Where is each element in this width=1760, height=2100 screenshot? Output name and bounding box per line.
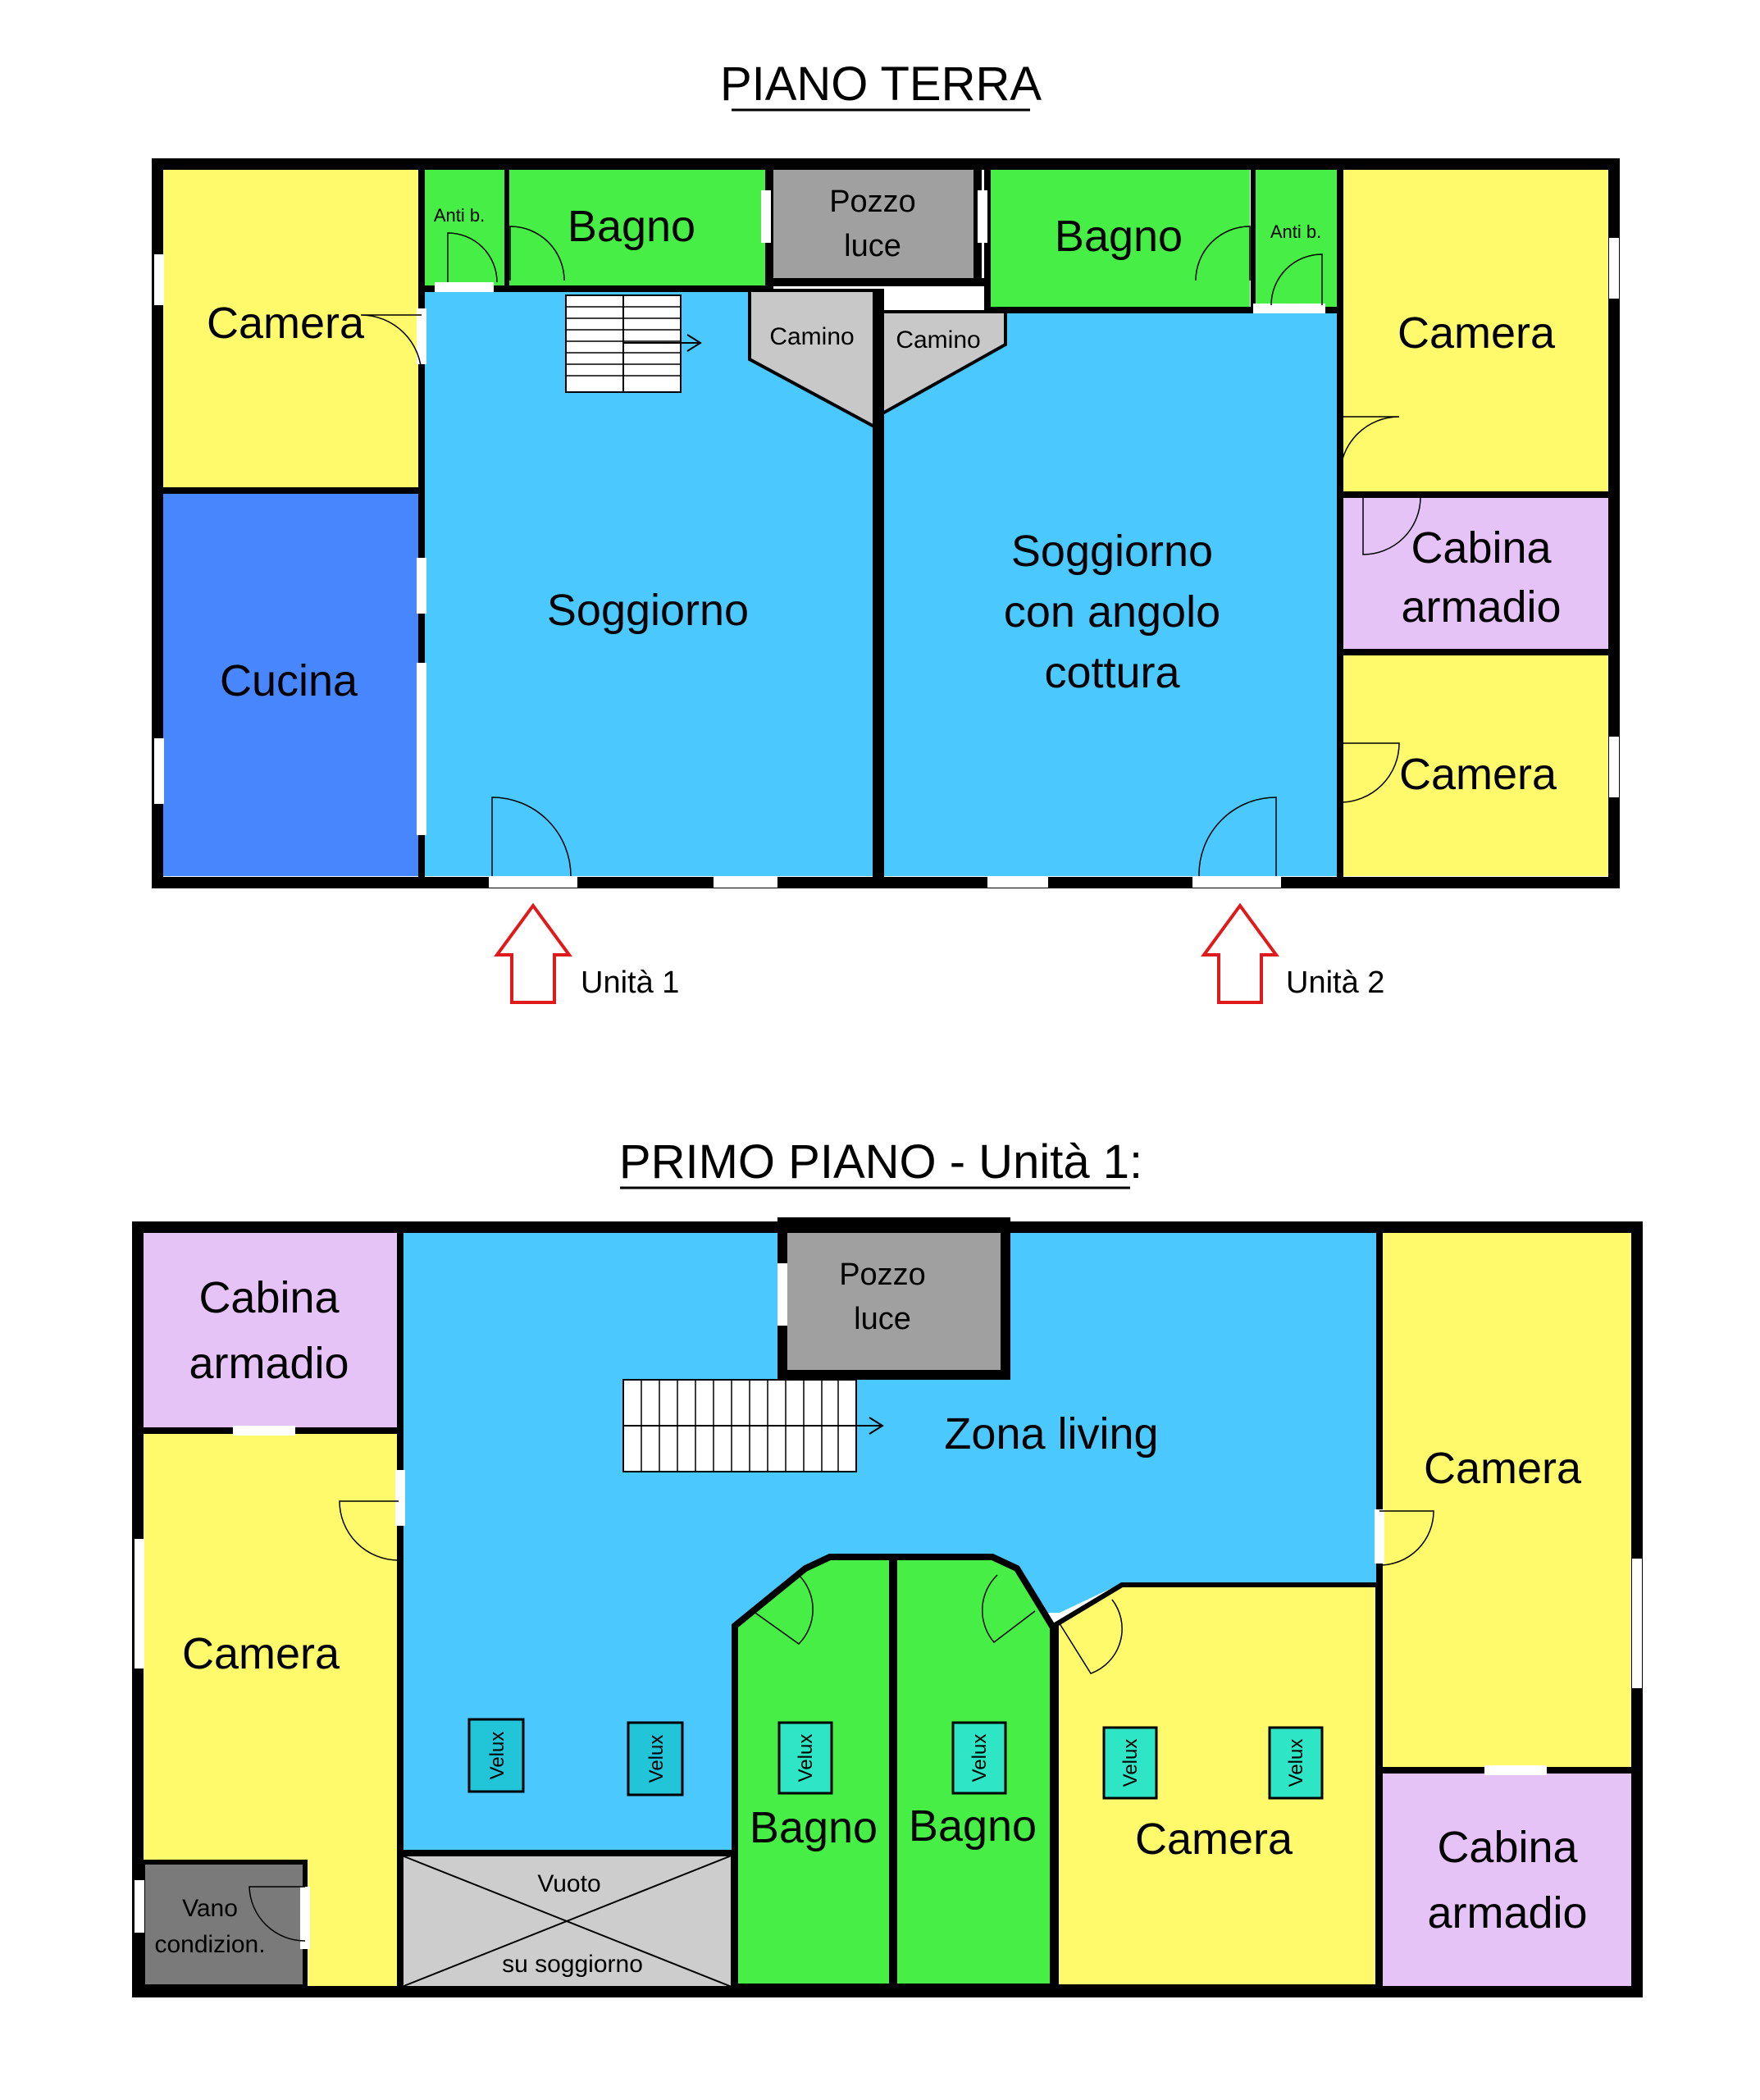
ff-label-cabina-left-2: armadio	[189, 1339, 349, 1388]
ff-label-camera-right: Camera	[1424, 1444, 1582, 1493]
ff-windows	[135, 1263, 1642, 1949]
gf-anti-bagno-left	[423, 167, 505, 287]
ff-velux-5	[1102, 1726, 1158, 1800]
ff-label-bagno-1: Bagno	[750, 1803, 878, 1852]
gf-entrance-label-unit1: Unità 1	[581, 966, 679, 1000]
ff-velux-1	[467, 1718, 525, 1793]
ff-label-camera-center: Camera	[1135, 1815, 1293, 1864]
ff-velux-group: Velux Velux Velux Velux Velux Velux	[467, 1718, 1324, 1800]
gf-label-anti-bagno-right: Anti b.	[1270, 221, 1321, 242]
ff-vano-condizionatore	[140, 1860, 308, 1989]
first-floor: PRIMO PIANO - Unità 1:	[132, 1135, 1643, 1997]
gf-label-soggiorno-cottura-1: Soggiorno	[1011, 527, 1213, 576]
gf-label-anti-bagno-left: Anti b.	[434, 205, 485, 226]
ff-velux-5-label: Velux	[1119, 1739, 1142, 1787]
ff-label-pozzo-luce-1: Pozzo	[839, 1258, 926, 1292]
gf-label-cabina-2: armadio	[1401, 582, 1561, 632]
ground-floor-title: PIANO TERRA	[720, 57, 1042, 111]
gf-stairs	[565, 294, 702, 393]
ff-velux-6	[1268, 1726, 1324, 1800]
gf-label-cabina-1: Cabina	[1411, 523, 1552, 573]
ff-label-vuoto-1: Vuoto	[537, 1870, 600, 1897]
gf-bagno-left	[508, 167, 766, 287]
gf-camera-top-right	[1342, 167, 1609, 492]
gf-label-soggiorno: Soggiorno	[547, 586, 749, 635]
ff-label-bagno-2: Bagno	[909, 1801, 1037, 1851]
gf-camera-top-left	[161, 167, 420, 489]
gf-camera-bottom-right	[1342, 655, 1609, 876]
ff-label-camera-left: Camera	[182, 1629, 340, 1678]
gf-label-camino-left: Camino	[769, 323, 854, 350]
ff-velux-6-label: Velux	[1285, 1739, 1307, 1787]
ff-velux-1-label: Velux	[486, 1732, 508, 1780]
gf-cucina	[161, 492, 420, 876]
gf-doors	[360, 226, 1421, 877]
gf-anti-bagno-right	[1255, 167, 1338, 308]
ff-velux-4-label: Velux	[969, 1734, 991, 1783]
gf-pozzo-luce	[771, 161, 976, 281]
ground-floor: PIANO TERRA	[152, 57, 1620, 1004]
ff-label-pozzo-luce-2: luce	[854, 1302, 911, 1336]
ff-cabina-left	[143, 1232, 399, 1429]
gf-label-pozzo-luce-1: Pozzo	[829, 185, 916, 219]
gf-label-bagno-left: Bagno	[568, 202, 695, 251]
ff-label-vano-1: Vano	[182, 1895, 238, 1922]
ff-doors	[248, 1500, 1434, 1942]
ff-velux-4	[951, 1721, 1007, 1795]
ff-stairs	[622, 1379, 884, 1472]
ff-label-cabina-right-2: armadio	[1427, 1888, 1587, 1938]
gf-label-camera-top-left: Camera	[207, 299, 365, 348]
ff-vuoto-cross-b	[401, 1855, 732, 1988]
ff-camera-right	[1381, 1232, 1632, 1767]
ff-velux-3	[777, 1721, 833, 1795]
gf-label-pozzo-luce-2: luce	[844, 229, 901, 263]
ff-cabina-right	[1381, 1772, 1632, 1987]
gf-entrance-label-unit2: Unità 2	[1286, 966, 1384, 1000]
ff-velux-2	[627, 1721, 684, 1796]
gf-bagno-right	[989, 167, 1250, 308]
ff-label-vano-2: condizion.	[154, 1931, 265, 1958]
gf-cabina-armadio	[1342, 497, 1609, 650]
first-floor-title: PRIMO PIANO - Unità 1:	[619, 1135, 1142, 1189]
ff-label-cabina-left-1: Cabina	[198, 1273, 340, 1322]
ff-label-zona-living: Zona living	[944, 1409, 1158, 1459]
gf-entrance-arrow-unit1	[494, 902, 572, 1004]
gf-label-soggiorno-cottura-2: con angolo	[1004, 587, 1220, 637]
gf-label-bagno-right: Bagno	[1055, 212, 1183, 261]
gf-windows	[154, 190, 1619, 888]
gf-label-camera-top-right: Camera	[1398, 308, 1556, 358]
ff-label-cabina-right-1: Cabina	[1437, 1823, 1578, 1872]
gf-label-soggiorno-cottura-3: cottura	[1044, 648, 1180, 697]
gf-label-camera-bottom-right: Camera	[1399, 750, 1557, 799]
ff-velux-2-label: Velux	[645, 1735, 668, 1783]
gf-label-cucina: Cucina	[220, 656, 358, 705]
ff-label-vuoto-2: su soggiorno	[502, 1951, 643, 1978]
ff-pozzo-luce	[787, 1226, 1002, 1370]
ff-velux-3-label: Velux	[795, 1734, 817, 1783]
gf-label-camino-right: Camino	[896, 326, 980, 354]
gf-soggiorno-cottura	[882, 312, 1337, 876]
gf-entrance-arrow-unit2	[1201, 902, 1279, 1004]
